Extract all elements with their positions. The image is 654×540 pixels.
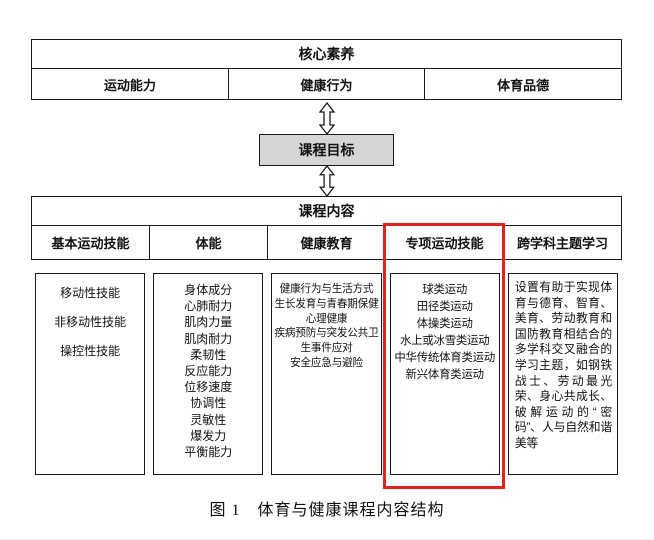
list-item: 球类运动	[422, 284, 468, 296]
column-basic-motor-skills: 移动性技能 非移动性技能 操控性技能	[31, 273, 149, 475]
content-boxes-row: 移动性技能 非移动性技能 操控性技能 身体成分 心肺耐力 肌肉力量 肌肉耐力 柔…	[31, 273, 622, 475]
list-item: 身体成分	[184, 283, 233, 297]
list-item: 平衡能力	[184, 445, 233, 460]
interdisciplinary-paragraph: 设置有助于实现体育与德育、智育、美育、劳动教育和国防教育相结合的多学科交叉融合的…	[514, 280, 613, 450]
course-content-header: 课程内容	[32, 197, 621, 226]
box-special-sports-skills: 球类运动 田径类运动 体操类运动 水上或冰雪类运动 中华传统体育类运动 新兴体育…	[389, 273, 500, 475]
list-item: 肌肉力量	[184, 315, 233, 330]
core-competency-header: 核心素养	[32, 40, 621, 69]
list-item: 肌肉耐力	[184, 331, 233, 346]
course-objectives-box: 课程目标	[259, 134, 394, 166]
list-item: 中华传统体育类运动	[394, 352, 496, 364]
column-interdisciplinary: 设置有助于实现体育与德育、智育、美育、劳动教育和国防教育相结合的多学科交叉融合的…	[504, 273, 622, 475]
list-item: 田径类运动	[416, 301, 473, 313]
list-item: 健康行为与生活方式	[279, 283, 374, 295]
box-interdisciplinary: 设置有助于实现体育与德育、智育、美育、劳动教育和国防教育相结合的多学科交叉融合的…	[507, 273, 619, 475]
list-item: 非移动性技能	[54, 315, 127, 329]
box-physical-fitness: 身体成分 心肺耐力 肌肉力量 肌肉耐力 柔韧性 反应能力 位移速度 协调性 灵敏…	[153, 273, 264, 475]
list-item: 心肺耐力	[184, 299, 233, 314]
list-item: 操控性技能	[60, 344, 121, 358]
list-item: 移动性技能	[60, 286, 121, 300]
list-item: 体操类运动	[416, 318, 473, 330]
cell-athletic-ability: 运动能力	[103, 77, 156, 93]
col-header-basic-motor-skills: 基本运动技能	[51, 236, 130, 251]
list-item: 生长发育与青春期保健	[274, 297, 379, 310]
box-health-education: 健康行为与生活方式 生长发育与青春期保健 心理健康 疾病预防与突发公共卫生事件应…	[271, 273, 382, 475]
cell-health-behavior: 健康行为	[227, 69, 425, 99]
column-special-sports-skills: 球类运动 田径类运动 体操类运动 水上或冰雪类运动 中华传统体育类运动 新兴体育…	[386, 273, 504, 475]
core-competency-table: 核心素养 运动能力 健康行为 体育品德	[31, 39, 622, 100]
list-item: 心理健康	[305, 312, 348, 325]
col-header-health-education: 健康教育	[267, 226, 385, 259]
course-content-table: 课程内容 基本运动技能 体能 健康教育 专项运动技能 跨学科主题学习	[31, 196, 622, 260]
list-item: 安全应急与避险	[290, 356, 363, 369]
list-item: 反应能力	[184, 364, 233, 379]
course-content-column-headers: 基本运动技能 体能 健康教育 专项运动技能 跨学科主题学习	[32, 226, 621, 259]
col-header-physical-fitness: 体能	[149, 226, 267, 259]
col-header-special-sports-skills: 专项运动技能	[385, 226, 503, 259]
list-item: 疾病预防与突发公共卫生事件应对	[274, 327, 379, 355]
list-item: 新兴体育类运动	[405, 369, 485, 381]
col-header-interdisciplinary: 跨学科主题学习	[503, 226, 621, 259]
core-competency-row: 运动能力 健康行为 体育品德	[32, 69, 621, 99]
box-basic-motor-skills: 移动性技能 非移动性技能 操控性技能	[35, 273, 146, 475]
cell-sports-morality: 体育品德	[424, 69, 621, 99]
list-item: 位移速度	[184, 380, 233, 395]
figure-caption: 图 1 体育与健康课程内容结构	[209, 502, 445, 519]
list-item: 柔韧性	[190, 347, 227, 362]
column-physical-fitness: 身体成分 心肺耐力 肌肉力量 肌肉耐力 柔韧性 反应能力 位移速度 协调性 灵敏…	[149, 273, 267, 475]
list-item: 协调性	[190, 396, 227, 411]
list-item: 灵敏性	[190, 412, 227, 427]
column-health-education: 健康行为与生活方式 生长发育与青春期保健 心理健康 疾病预防与突发公共卫生事件应…	[267, 273, 385, 475]
list-item: 爆发力	[190, 428, 227, 443]
list-item: 水上或冰雪类运动	[399, 335, 490, 347]
